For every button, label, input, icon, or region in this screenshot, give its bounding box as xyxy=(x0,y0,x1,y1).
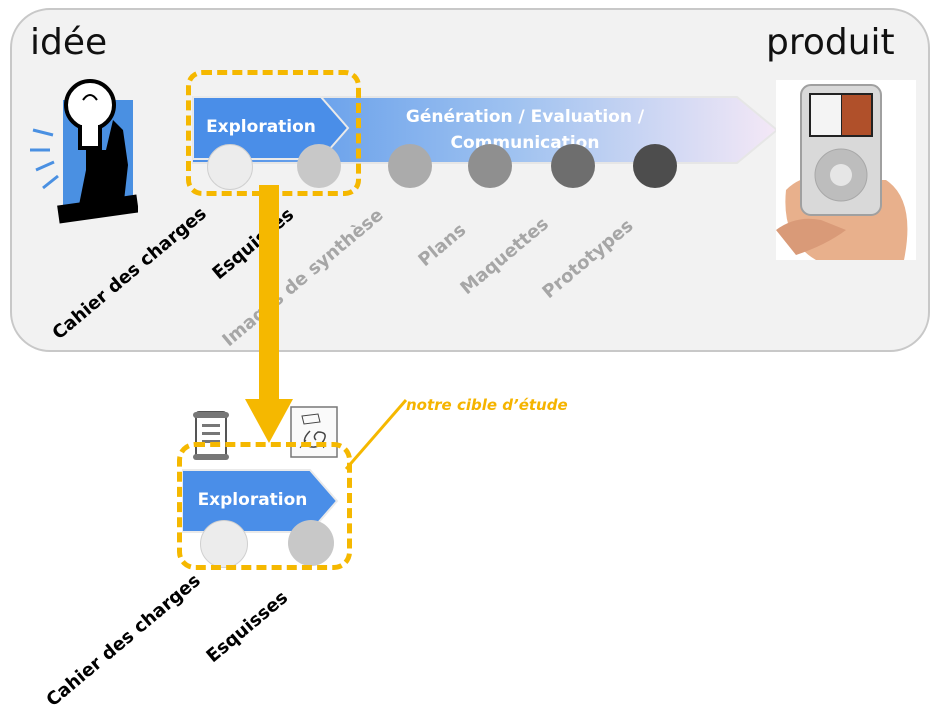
idea-title: idée xyxy=(30,22,108,63)
bottom-stage-circle-1 xyxy=(200,520,248,568)
lightbulb-person-icon xyxy=(30,79,138,224)
pipeline-arrow xyxy=(192,96,779,164)
sketch-icon xyxy=(290,406,338,458)
target-callout-line xyxy=(344,399,408,470)
bottom-exploration-arrow xyxy=(182,469,339,533)
bottom-stage-label-cahier: Cahier des charges xyxy=(42,570,205,711)
stage-circle-2 xyxy=(297,144,341,188)
stage-circle-6 xyxy=(633,144,677,188)
product-title: produit xyxy=(766,22,895,63)
exploration-label: Exploration xyxy=(206,117,316,137)
target-label: notre cible d’étude xyxy=(406,396,568,414)
down-arrow xyxy=(245,185,293,443)
stage-circle-5 xyxy=(551,144,595,188)
stage-circle-3 xyxy=(388,144,432,188)
bottom-stage-label-esquisses: Esquisses xyxy=(202,587,293,667)
bottom-exploration-label: Exploration xyxy=(197,490,308,510)
exploration-highlight xyxy=(186,70,361,196)
stage-circle-1 xyxy=(207,144,253,190)
exploration-arrow xyxy=(193,96,350,160)
mp3-player-in-hand-icon xyxy=(776,80,916,260)
stage-circle-4 xyxy=(468,144,512,188)
pipeline-label-line1: Génération / Evaluation / xyxy=(405,107,645,127)
bottom-stage-circle-2 xyxy=(288,520,334,566)
target-highlight xyxy=(177,442,352,570)
